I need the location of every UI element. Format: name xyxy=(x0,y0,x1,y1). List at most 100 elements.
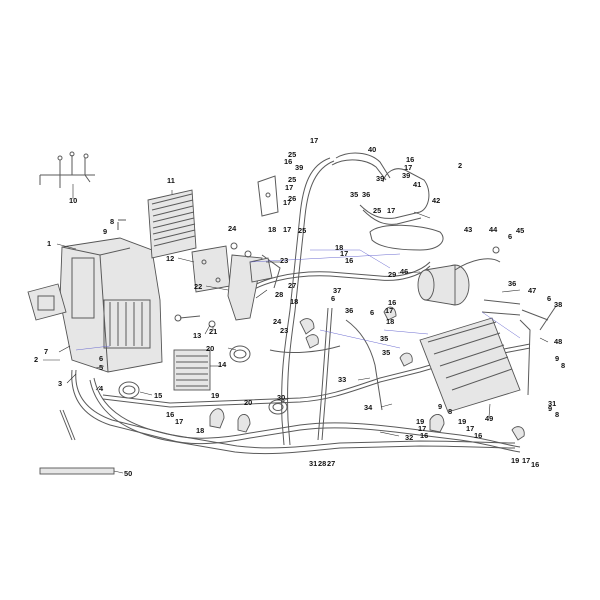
callout-5: 5 xyxy=(99,363,103,372)
callout-24: 24 xyxy=(273,317,282,326)
callout-16: 16 xyxy=(166,410,174,419)
callout-17: 17 xyxy=(387,206,395,215)
callout-50: 50 xyxy=(124,469,132,478)
callout-17: 17 xyxy=(283,198,291,207)
callout-43: 43 xyxy=(464,225,472,234)
callout-17: 17 xyxy=(404,163,412,172)
clamps-and-rings xyxy=(118,306,525,441)
callout-6: 6 xyxy=(331,294,335,303)
callout-17: 17 xyxy=(418,424,426,433)
upper-bracket xyxy=(257,175,279,217)
callout-9: 9 xyxy=(438,402,442,411)
callout-35: 35 xyxy=(382,348,390,357)
callout-8: 8 xyxy=(110,217,114,226)
condenser xyxy=(419,309,549,413)
callout-17: 17 xyxy=(175,417,183,426)
callout-48: 48 xyxy=(554,337,562,346)
callout-20: 20 xyxy=(206,344,214,353)
callout-17: 17 xyxy=(522,456,530,465)
upper-hose-assembly xyxy=(245,152,431,446)
callout-46: 46 xyxy=(400,267,408,276)
callout-17: 17 xyxy=(385,306,393,315)
callout-36: 36 xyxy=(362,190,370,199)
callout-18: 18 xyxy=(196,426,204,435)
guide-lines xyxy=(75,249,521,351)
vent-grille xyxy=(173,349,211,391)
callout-25: 25 xyxy=(288,150,296,159)
callout-17: 17 xyxy=(310,136,318,145)
callout-6: 6 xyxy=(370,308,374,317)
callout-6: 6 xyxy=(99,354,103,363)
callout-41: 41 xyxy=(413,180,421,189)
callout-22: 22 xyxy=(194,282,202,291)
hose-pipe-assembly xyxy=(59,343,531,455)
callout-28: 28 xyxy=(318,459,326,468)
callout-4: 4 xyxy=(99,384,104,393)
callout-17: 17 xyxy=(466,424,474,433)
callout-23: 23 xyxy=(280,326,288,335)
callout-47: 47 xyxy=(528,286,536,295)
callout-24: 24 xyxy=(228,224,237,233)
callout-14: 14 xyxy=(218,360,227,369)
wiring-harness xyxy=(39,151,95,188)
callout-9: 9 xyxy=(555,354,559,363)
callout-37: 37 xyxy=(333,286,341,295)
callout-8: 8 xyxy=(448,407,452,416)
callout-18: 18 xyxy=(386,317,394,326)
callout-20: 20 xyxy=(244,398,252,407)
callout-16: 16 xyxy=(284,157,292,166)
callout-31: 31 xyxy=(548,399,556,408)
callout-39: 39 xyxy=(295,163,303,172)
callout-26: 26 xyxy=(288,194,296,203)
callout-12: 12 xyxy=(166,254,174,263)
callout-42: 42 xyxy=(432,196,440,205)
hose-strip xyxy=(39,467,115,475)
callout-18: 18 xyxy=(268,225,276,234)
callout-13: 13 xyxy=(193,331,201,340)
callout-49: 49 xyxy=(485,414,493,423)
callout-16: 16 xyxy=(474,431,482,440)
callout-19: 19 xyxy=(416,417,424,426)
callout-11: 11 xyxy=(167,176,175,185)
callout-27: 27 xyxy=(288,281,296,290)
callout-38: 38 xyxy=(554,300,562,309)
callout-40: 40 xyxy=(368,145,376,154)
callout-19: 19 xyxy=(458,417,466,426)
bolts-and-fasteners xyxy=(117,219,557,331)
mounting-brackets xyxy=(191,245,281,321)
callout-19: 19 xyxy=(211,391,219,400)
callout-25: 25 xyxy=(288,175,296,184)
callout-17: 17 xyxy=(283,225,291,234)
callout-8: 8 xyxy=(561,361,565,370)
callout-45: 45 xyxy=(516,226,524,235)
callout-32: 32 xyxy=(405,433,413,442)
callout-25: 25 xyxy=(298,226,306,235)
callout-30: 30 xyxy=(277,393,285,402)
callout-39: 39 xyxy=(402,171,410,180)
callout-27: 27 xyxy=(327,459,335,468)
callout-1: 1 xyxy=(47,239,51,248)
callout-6: 6 xyxy=(508,232,512,241)
leader-lines xyxy=(43,184,549,474)
callout-31: 31 xyxy=(309,459,317,468)
callout-9: 9 xyxy=(103,227,107,236)
callout-10: 10 xyxy=(69,196,77,205)
callout-17: 17 xyxy=(285,183,293,192)
callout-21: 21 xyxy=(209,327,217,336)
callout-28: 28 xyxy=(275,290,283,299)
callout-34: 34 xyxy=(364,403,373,412)
compressor xyxy=(417,258,501,306)
callout-29: 29 xyxy=(388,270,396,279)
callout-18: 18 xyxy=(290,297,298,306)
cabin-filter xyxy=(147,189,197,259)
callout-17: 17 xyxy=(340,249,348,258)
callout-9: 9 xyxy=(548,404,552,413)
callout-16: 16 xyxy=(531,460,539,469)
callout-39: 39 xyxy=(376,174,384,183)
callout-15: 15 xyxy=(154,391,162,400)
callout-2: 2 xyxy=(458,161,462,170)
callout-44: 44 xyxy=(489,225,498,234)
callout-16: 16 xyxy=(406,155,414,164)
